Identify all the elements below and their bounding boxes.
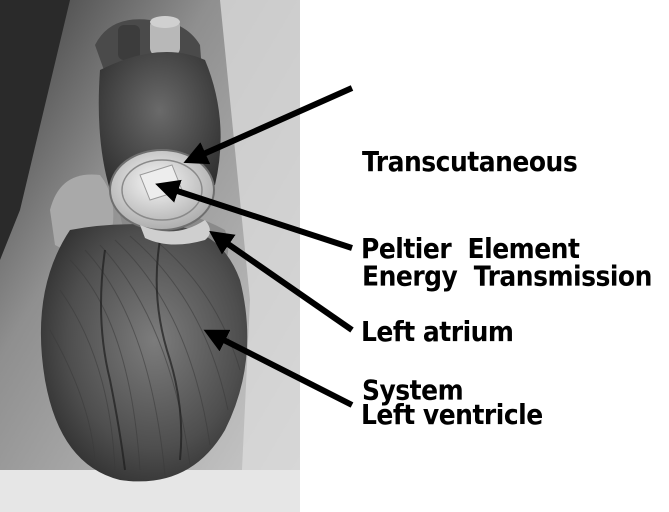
arrow-peltier xyxy=(162,186,352,248)
label-tets-line1: Transcutaneous xyxy=(362,143,652,181)
label-left-ventricle: Left ventricle xyxy=(361,396,543,434)
label-left-atrium: Left atrium xyxy=(361,313,513,351)
label-peltier-element: Peltier Element xyxy=(361,230,579,268)
arrow-tets xyxy=(190,88,352,160)
arrow-left-atrium xyxy=(215,235,352,330)
arrow-left-ventricle xyxy=(210,333,352,405)
